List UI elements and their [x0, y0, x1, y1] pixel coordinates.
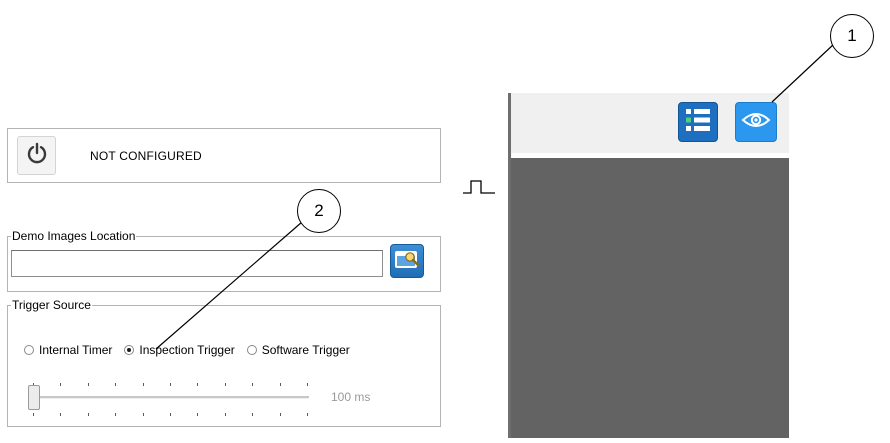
pulse-signal-icon: [462, 178, 496, 201]
slider-tick: [279, 383, 281, 386]
list-icon: [684, 107, 712, 138]
status-text: NOT CONFIGURED: [90, 149, 202, 163]
slider-tick: [307, 383, 308, 386]
slider-tick: [87, 413, 89, 416]
radio-indicator-checked: [124, 345, 135, 355]
slider-tick: [252, 383, 254, 386]
slider-tick: [33, 383, 34, 386]
eye-icon: [741, 110, 771, 135]
panel-divider: [508, 93, 511, 438]
radio-label: Inspection Trigger: [139, 343, 235, 357]
callout-1: 1: [830, 14, 874, 58]
trigger-source-options: Internal Timer Inspection Trigger Softwa…: [24, 343, 362, 357]
slider-tick: [224, 413, 226, 416]
interval-value-label: 100 ms: [331, 390, 371, 404]
power-icon: [26, 142, 48, 169]
radio-indicator: [246, 345, 257, 355]
slider-tick: [87, 383, 89, 386]
radio-label: Internal Timer: [39, 343, 113, 357]
slider-tick: [224, 383, 226, 386]
slider-tick: [60, 383, 62, 386]
slider-tick: [307, 413, 308, 416]
slider-tick: [115, 413, 117, 416]
power-button[interactable]: [17, 136, 56, 175]
slider-tick: [197, 383, 199, 386]
slider-tick: [197, 413, 199, 416]
radio-label: Software Trigger: [261, 343, 350, 357]
callout-2: 2: [297, 189, 341, 233]
radio-inspection-trigger[interactable]: Inspection Trigger: [124, 343, 235, 357]
slider-tick: [279, 413, 281, 416]
trigger-source-legend: Trigger Source: [12, 298, 91, 312]
folder-search-icon: [394, 248, 420, 275]
slider-tick: [170, 413, 171, 416]
status-panel: NOT CONFIGURED: [7, 128, 441, 183]
slider-tick: [142, 383, 144, 386]
callout-number: 2: [314, 201, 324, 220]
trigger-source-group: Trigger Source: [7, 299, 441, 427]
list-view-button[interactable]: [678, 102, 718, 142]
demo-images-legend: Demo Images Location: [12, 229, 136, 243]
interval-slider-thumb[interactable]: [28, 385, 40, 410]
radio-software-trigger[interactable]: Software Trigger: [246, 343, 350, 357]
slider-tick: [115, 383, 117, 386]
interval-slider-track[interactable]: [33, 396, 309, 399]
slider-tick: [33, 413, 34, 416]
toolbar-separator: [511, 153, 789, 158]
view-button[interactable]: [735, 102, 777, 142]
slider-tick: [60, 413, 62, 416]
demo-images-path-input[interactable]: [11, 250, 383, 277]
slider-tick: [142, 413, 144, 416]
image-viewport[interactable]: [511, 158, 789, 438]
radio-indicator: [24, 345, 34, 355]
slider-tick: [252, 413, 254, 416]
callout-number: 1: [847, 26, 857, 45]
slider-tick: [170, 383, 171, 386]
browse-button[interactable]: [390, 244, 424, 278]
radio-internal-timer[interactable]: Internal Timer: [24, 343, 112, 357]
